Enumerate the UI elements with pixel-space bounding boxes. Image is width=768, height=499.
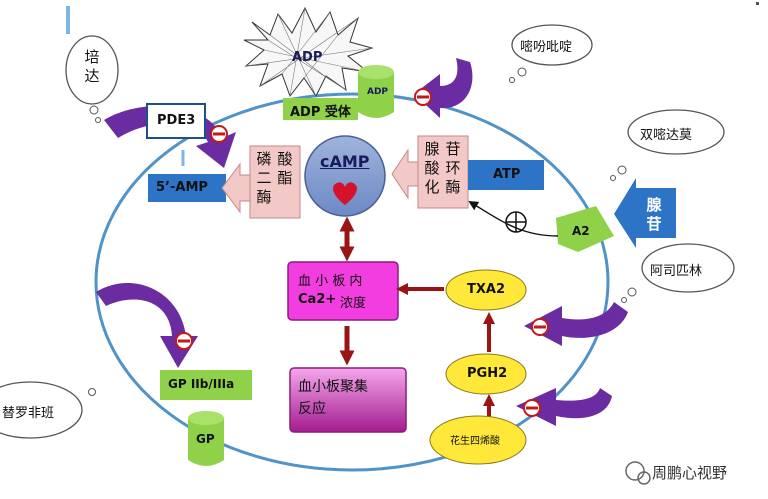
wechat-icon bbox=[625, 461, 651, 485]
inhibit-icon bbox=[175, 332, 193, 350]
gp-receptor-box bbox=[160, 370, 252, 400]
aggregation-box bbox=[289, 367, 407, 433]
ticlopidine-label: 替罗非班 bbox=[2, 406, 55, 421]
adp-receptor bbox=[283, 98, 358, 120]
phosphodiesterase-box bbox=[249, 145, 301, 219]
platelet-membrane bbox=[94, 92, 610, 472]
pde3-box bbox=[146, 103, 206, 139]
adp-receptor-label: ADP 受体 bbox=[290, 105, 351, 120]
adp-receptor-small-label: ADP bbox=[367, 87, 389, 97]
camp-label: cAMP bbox=[320, 152, 370, 171]
a2-to-cyclase-arrow bbox=[468, 200, 559, 237]
pde3-label: PDE3 bbox=[157, 113, 196, 128]
cloud-cilostazol bbox=[65, 35, 119, 123]
corner-dot bbox=[756, 2, 759, 5]
adp-receptor-top bbox=[358, 65, 394, 79]
atp-box bbox=[468, 160, 544, 190]
gp-receptor-cylinder bbox=[188, 413, 224, 466]
camp-sphere bbox=[304, 135, 386, 217]
arrow-ticlopidine bbox=[96, 283, 198, 368]
phosphodiesterase-col1: 磷二酶 bbox=[256, 150, 272, 206]
cilostazol-label: 培达 bbox=[84, 48, 100, 85]
aspirin-label: 阿司匹林 bbox=[650, 264, 703, 279]
arrow-pyrimidine bbox=[414, 58, 473, 118]
atp-to-cyclase-arrow bbox=[391, 148, 419, 200]
calcium-line2-a: Ca2+ bbox=[298, 292, 337, 307]
adenosine-label: 腺苷 bbox=[646, 196, 662, 233]
cloud-dipyridamole bbox=[610, 109, 725, 181]
inhibit-icon bbox=[414, 88, 432, 106]
adp-spiky-lines bbox=[245, 7, 373, 97]
adp-spiky-shape bbox=[243, 6, 374, 98]
cloud-ticlopidine bbox=[0, 381, 96, 439]
pde-to-amp-arrow bbox=[221, 162, 251, 214]
calcium-line1: 血 小 板 内 bbox=[298, 274, 363, 289]
dipyridamole-label: 双嘧达莫 bbox=[640, 128, 693, 143]
a2-receptor bbox=[556, 206, 614, 252]
plus-circle-icon bbox=[505, 211, 527, 233]
adp-spiky-label: ADP bbox=[292, 50, 323, 65]
cloud-pyrimidine bbox=[509, 24, 593, 83]
arrow-arachidonic bbox=[516, 388, 612, 426]
arrow-aspirin bbox=[524, 302, 628, 346]
inhibit-icon bbox=[210, 125, 228, 143]
a2-label: A2 bbox=[572, 224, 590, 238]
inhibit-icon bbox=[531, 318, 549, 336]
adenylate-col1: 腺酸化 bbox=[424, 140, 440, 196]
arachidonic-label: 花生四烯酸 bbox=[450, 436, 500, 447]
amp5-label: 5’-AMP bbox=[156, 180, 208, 195]
inhibit-icon bbox=[523, 399, 541, 417]
watermark-label: 周鹏心视野 bbox=[652, 464, 728, 482]
amp5-box bbox=[148, 174, 226, 202]
cloud-aspirin bbox=[621, 243, 735, 303]
calcium-line2-b: 浓度 bbox=[340, 296, 367, 311]
phosphodiesterase-col2: 酸酯 bbox=[277, 150, 293, 187]
gp-receptor-label: GP IIb/IIIa bbox=[168, 377, 235, 391]
gp-cylinder-top bbox=[188, 411, 224, 425]
pgh2-label: PGH2 bbox=[467, 366, 508, 381]
adp-receptor-cylinder bbox=[358, 67, 394, 118]
atp-label: ATP bbox=[493, 167, 521, 182]
gp-small-label: GP bbox=[196, 432, 215, 446]
adenylate-col2: 苷环酶 bbox=[445, 140, 461, 196]
adenosine-arrow bbox=[614, 178, 676, 248]
corner-mark bbox=[66, 6, 70, 34]
txa2-label: TXA2 bbox=[467, 282, 505, 297]
aggregation-line2: 反应 bbox=[298, 401, 326, 417]
aggregation-line1: 血小板聚集 bbox=[298, 379, 368, 395]
arachidonic-oval bbox=[429, 415, 527, 465]
heart-icon bbox=[333, 182, 357, 205]
txa2-oval bbox=[445, 269, 527, 311]
pyrimidine-drug-label: 嘧吩吡啶 bbox=[520, 40, 573, 55]
